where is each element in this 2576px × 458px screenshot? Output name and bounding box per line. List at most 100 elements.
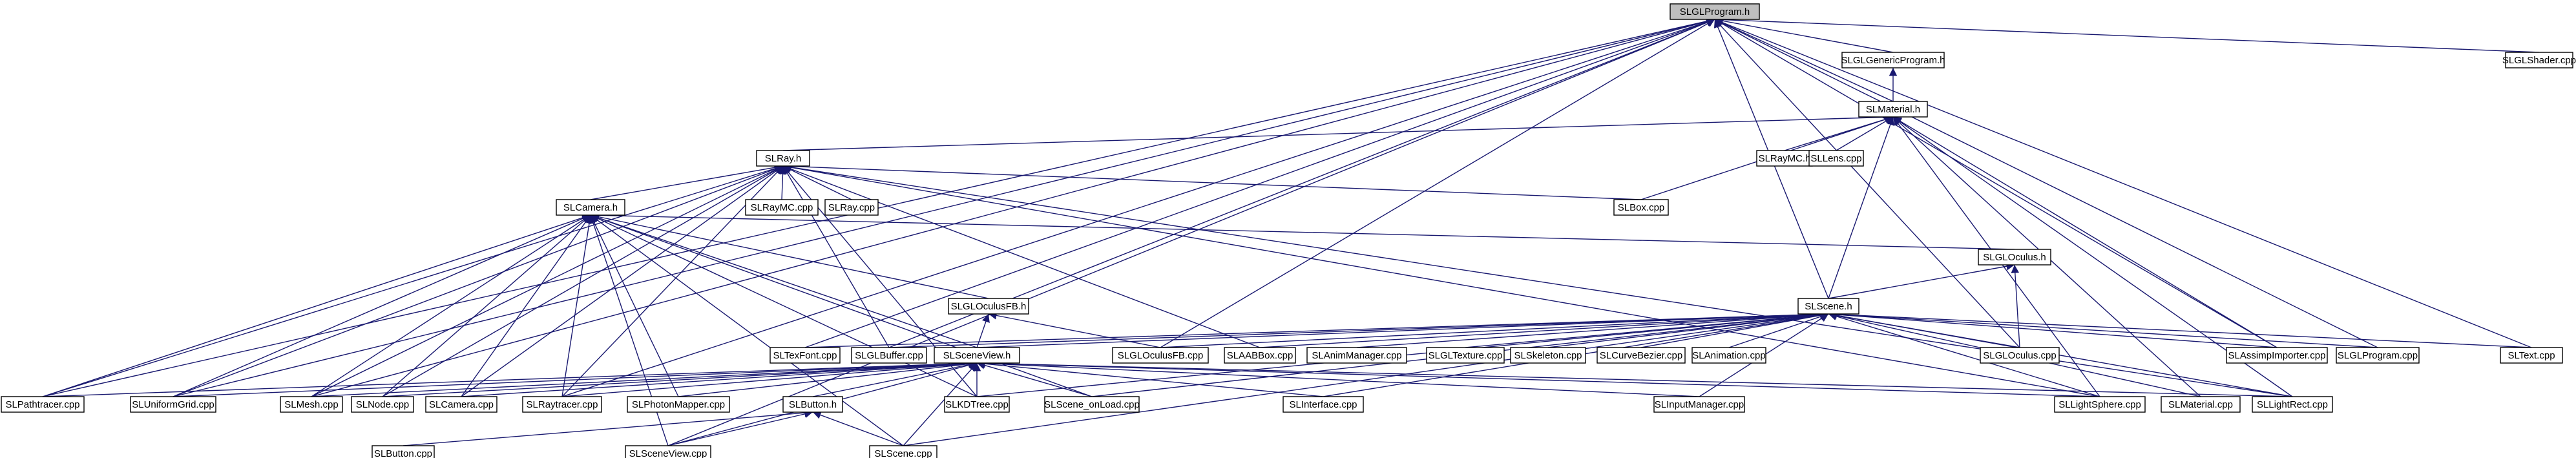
edge-line [311, 17, 1715, 397]
edge-line [42, 359, 978, 397]
include-edge-pathtracer-to-root [42, 17, 1715, 397]
include-edge-aabbox-to-ray_h [782, 165, 1261, 348]
node-inputmgr[interactable]: SLInputManager.cpp [1653, 396, 1745, 413]
node-box [2252, 396, 2333, 413]
include-edge-mesh-to-camera_h [311, 214, 591, 397]
edge-line [976, 361, 1093, 397]
edge-line [1714, 16, 2540, 53]
include-edge-node-to-ray_h [382, 165, 784, 397]
include-edge-uniformgrid-to-root [173, 17, 1715, 397]
edge-line [888, 18, 1715, 348]
node-sceneview_h[interactable]: SLSceneView.h [934, 347, 1020, 364]
node-raytracer[interactable]: SLRaytracer.cpp [522, 396, 602, 413]
node-label: SLRayMC.h [1759, 153, 1811, 164]
node-label: SLGLOculus.cpp [1983, 350, 2056, 361]
node-glbuffer[interactable]: SLGLBuffer.cpp [851, 347, 927, 364]
node-box [425, 396, 497, 413]
node-raymc_h[interactable]: SLRayMC.h [1756, 150, 1813, 167]
node-camera_cpp[interactable]: SLCamera.cpp [425, 396, 497, 413]
node-glprogram_cpp[interactable]: SLGLProgram.cpp [2336, 347, 2420, 364]
node-box [1112, 347, 1209, 364]
node-animation[interactable]: SLAnimation.cpp [1691, 347, 1766, 364]
node-box [1, 396, 85, 413]
node-ray_cpp[interactable]: SLRay.cpp [824, 199, 879, 216]
node-lens[interactable]: SLLens.cpp [1808, 150, 1864, 167]
node-label: SLGLProgram.cpp [2338, 350, 2418, 361]
edge-line [678, 360, 978, 397]
include-edge-animmgr-to-scene_h [1356, 310, 1829, 348]
node-interface[interactable]: SLInterface.cpp [1283, 396, 1364, 413]
edge-line [590, 163, 784, 200]
node-label: SLButton.h [789, 399, 837, 410]
node-label: SLSceneView.h [943, 350, 1011, 361]
node-box [934, 347, 1020, 364]
node-button_h[interactable]: SLButton.h [782, 396, 843, 413]
node-scene_cpp[interactable]: SLScene.cpp [869, 445, 937, 458]
node-photonmapper[interactable]: SLPhotonMapper.cpp [627, 396, 730, 413]
node-box [1283, 396, 1364, 413]
node-gltexture[interactable]: SLGLTexture.cpp [1426, 347, 1505, 364]
node-lightsphere[interactable]: SLLightSphere.cpp [2054, 396, 2146, 413]
include-edge-gloculus_cpp-to-gloculus_h [2011, 264, 2020, 348]
edge-line [590, 214, 679, 397]
include-edge-mesh-to-ray_h [311, 165, 784, 397]
edge-line [804, 18, 1715, 348]
node-skeleton[interactable]: SLSkeleton.cpp [1510, 347, 1586, 364]
edge-line [1828, 312, 2100, 397]
node-pathtracer[interactable]: SLPathtracer.cpp [1, 396, 85, 413]
node-scene_h[interactable]: SLScene.h [1797, 298, 1859, 315]
node-label: SLAnimManager.cpp [1312, 350, 1401, 361]
edge-line [888, 310, 1829, 348]
node-box [1510, 347, 1586, 364]
node-node[interactable]: SLNode.cpp [351, 396, 414, 413]
node-text[interactable]: SLText.cpp [2500, 347, 2563, 364]
node-material_h[interactable]: SLMaterial.h [1858, 101, 1928, 118]
node-assimp[interactable]: SLAssimpImporter.cpp [2226, 347, 2328, 364]
node-box [1670, 3, 1760, 20]
node-kdtree[interactable]: SLKDTree.cpp [944, 396, 1010, 413]
edge-line [804, 310, 1829, 348]
include-edge-animation-to-scene_h [1728, 313, 1829, 348]
node-lightrect[interactable]: SLLightRect.cpp [2252, 396, 2333, 413]
node-aabbox[interactable]: SLAABBox.cpp [1224, 347, 1296, 364]
node-glshader[interactable]: SLGLShader.cpp [2502, 52, 2576, 68]
include-edge-lightrect-to-sceneview_h [976, 359, 2293, 397]
node-label: SLScene.cpp [874, 448, 932, 458]
node-root[interactable]: SLGLProgram.h [1670, 3, 1760, 20]
node-camera_h[interactable]: SLCamera.h [556, 199, 625, 216]
node-box [625, 445, 711, 458]
node-button_cpp[interactable]: SLButton.cpp [372, 445, 435, 458]
node-sceneview_cpp[interactable]: SLSceneView.cpp [625, 445, 711, 458]
node-box [869, 445, 937, 458]
node-gloculusfb_h[interactable]: SLGLOculusFB.h [948, 298, 1029, 315]
edge-line [42, 213, 591, 397]
node-gloculus_h[interactable]: SLGLOculus.h [1978, 249, 2051, 265]
node-curvebezier[interactable]: SLCurveBezier.cpp [1597, 347, 1686, 364]
node-label: SLGLShader.cpp [2502, 55, 2576, 66]
include-edge-pathtracer-to-ray_h [42, 164, 784, 397]
node-texfont[interactable]: SLTexFont.cpp [770, 347, 841, 364]
node-ray_h[interactable]: SLRay.h [756, 150, 810, 167]
include-edge-scene_h-to-gloculus_h [1828, 262, 2015, 299]
include-edge-texfont-to-root [804, 18, 1715, 348]
include-edge-scene_cpp-to-camera_h [590, 214, 904, 446]
node-material_cpp[interactable]: SLMaterial.cpp [2161, 396, 2241, 413]
include-edge-glshader-to-root [1714, 16, 2540, 53]
node-mesh[interactable]: SLMesh.cpp [280, 396, 343, 413]
node-animmgr[interactable]: SLAnimManager.cpp [1306, 347, 1407, 364]
node-raymc_cpp[interactable]: SLRayMC.cpp [745, 199, 819, 216]
node-glgeneric[interactable]: SLGLGenericProgram.h [1841, 52, 1945, 68]
node-gloculus_cpp[interactable]: SLGLOculus.cpp [1980, 347, 2060, 364]
node-scene_onload[interactable]: SLScene_onLoad.cpp [1044, 396, 1140, 413]
node-label: SLGLTexture.cpp [1429, 350, 1503, 361]
edge-line [2011, 264, 2020, 348]
node-uniformgrid[interactable]: SLUniformGrid.cpp [130, 396, 216, 413]
edge-line [1160, 310, 1829, 348]
node-box [2226, 347, 2328, 364]
node-box[interactable]: SLBox.cpp [1613, 199, 1669, 216]
edge-line [1828, 262, 2015, 299]
node-gloculusfb_cpp[interactable]: SLGLOculusFB.cpp [1112, 347, 1209, 364]
node-label: SLScene_onLoad.cpp [1044, 399, 1140, 410]
node-label: SLAABBox.cpp [1227, 350, 1293, 361]
edge-line [1828, 311, 2293, 397]
